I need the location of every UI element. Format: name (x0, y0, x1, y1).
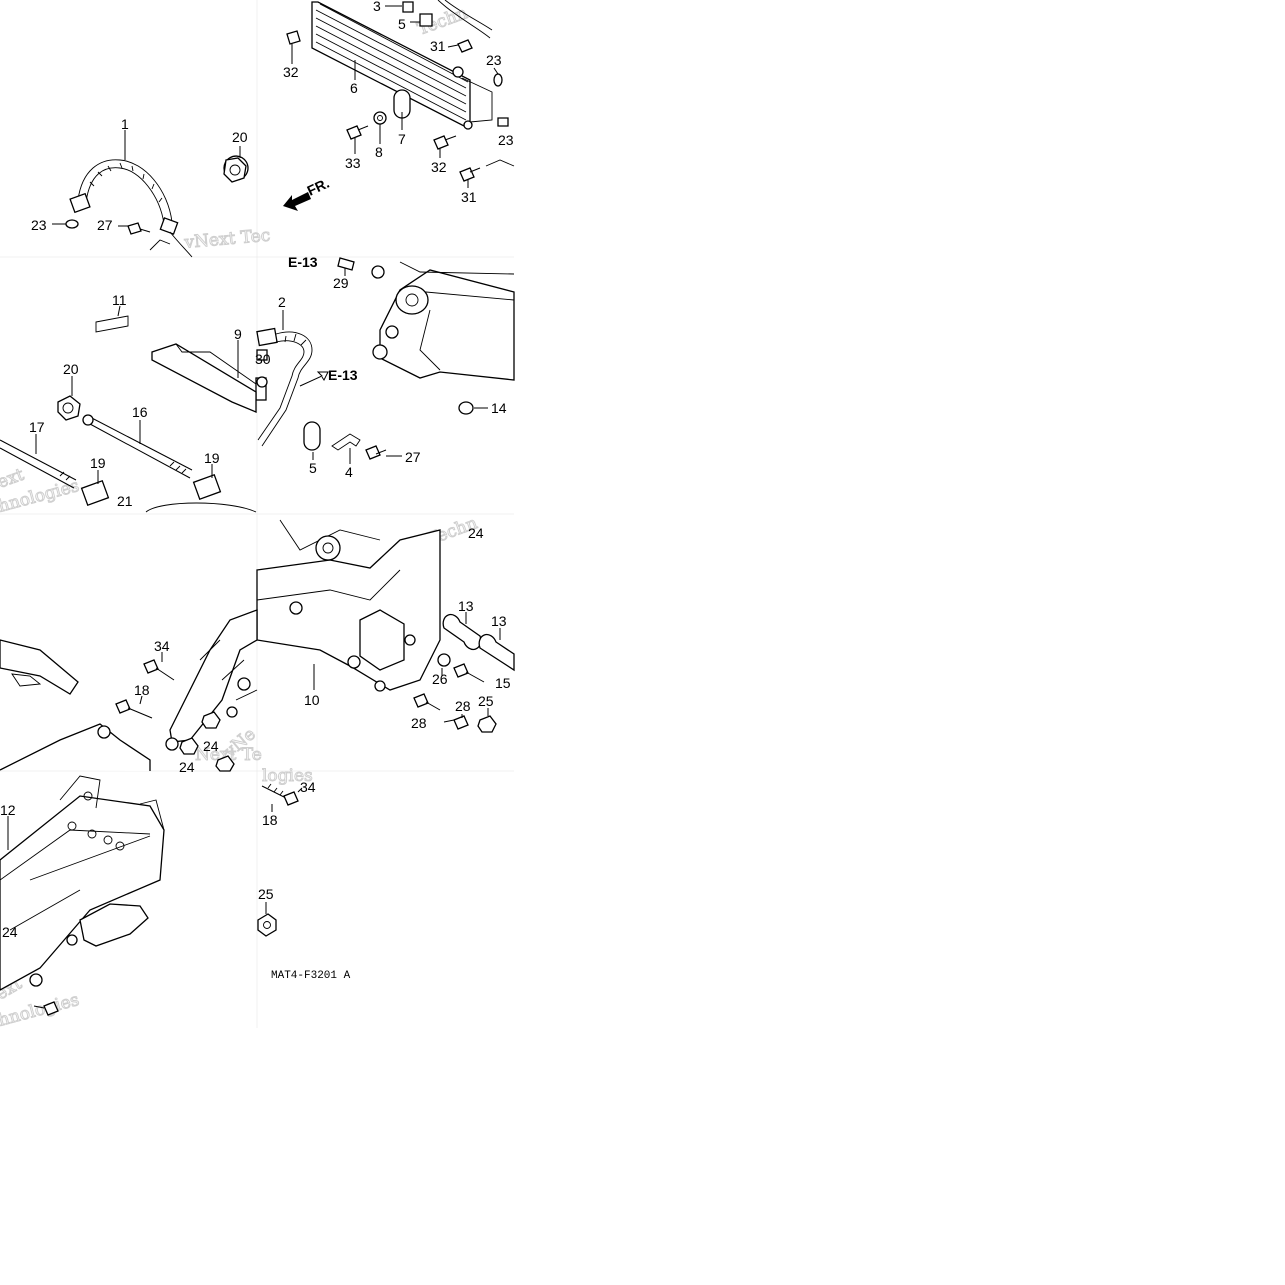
callout-29: 29 (333, 275, 349, 291)
callout-18: 18 (262, 812, 278, 828)
nut-20-lower (57, 376, 81, 421)
bolts-18-34-upper (115, 652, 235, 772)
callout-20: 20 (232, 129, 248, 145)
bolt-lower-left (33, 1001, 59, 1016)
callout-25: 25 (478, 693, 494, 709)
cover-9 (151, 340, 268, 413)
callout-32: 32 (431, 159, 447, 175)
oil-cooler (311, 1, 493, 130)
callout-2: 2 (278, 294, 286, 310)
callout-34: 34 (300, 779, 316, 795)
callout-20: 20 (63, 361, 79, 377)
watermark: ext (0, 465, 27, 493)
callout-23: 23 (498, 132, 514, 148)
watermark: vNext Tec (183, 226, 271, 254)
gasket-outline (145, 502, 257, 513)
callout-15: 15 (495, 675, 511, 691)
callout-21: 21 (117, 493, 133, 509)
callout-30: 30 (255, 351, 271, 367)
callout-19: 19 (90, 455, 106, 471)
leader-lines-top-right (291, 5, 499, 188)
callout-28: 28 (411, 715, 427, 731)
front-direction-indicator: FR. (283, 175, 332, 211)
reference-arrows: E-13 E-13 (288, 254, 358, 387)
front-direction-label: FR. (305, 175, 332, 199)
callout-16: 16 (132, 404, 148, 420)
callout-25: 25 (258, 886, 274, 902)
callout-14: 14 (491, 400, 507, 416)
callout-24: 24 (203, 738, 219, 754)
callout-26: 26 (432, 671, 448, 687)
reference-e13-upper: E-13 (288, 254, 318, 270)
watermark: logies (262, 766, 313, 786)
callout-13: 13 (458, 598, 474, 614)
reference-e13-lower: E-13 (328, 367, 358, 383)
callouts: 3 5 31 32 6 23 7 8 33 32 31 23 1 20 23 2… (0, 0, 514, 940)
hardware-top-left (52, 146, 249, 251)
callout-19: 19 (204, 450, 220, 466)
bushings-19 (80, 464, 222, 507)
callout-24: 24 (179, 759, 195, 775)
callout-7: 7 (398, 131, 406, 147)
callout-18: 18 (134, 682, 150, 698)
watermark: Next Te (195, 745, 262, 765)
callout-13: 13 (491, 613, 507, 629)
callout-33: 33 (345, 155, 361, 171)
oil-hose-2 (255, 310, 313, 447)
callout-27: 27 (405, 449, 421, 465)
bolt-18-34-lower (261, 783, 303, 812)
rear-frame-upper (0, 609, 258, 771)
callout-4: 4 (345, 464, 353, 480)
tile-grid (0, 0, 514, 1028)
drawing-code: MAT4-F3201 A (271, 970, 351, 982)
callout-17: 17 (29, 419, 45, 435)
callout-32: 32 (283, 64, 299, 80)
callout-31: 31 (430, 38, 446, 54)
callout-11: 11 (112, 292, 127, 308)
main-frame-pivot (256, 519, 441, 692)
spacers-13 (442, 612, 515, 672)
frame-head (337, 257, 515, 415)
callout-10: 10 (304, 692, 320, 708)
callout-8: 8 (375, 144, 383, 160)
callout-5: 5 (309, 460, 317, 476)
callout-24: 24 (468, 525, 484, 541)
callout-27: 27 (97, 217, 113, 233)
oil-hose-top (437, 0, 493, 39)
oil-hose-1 (69, 130, 193, 258)
callout-23: 23 (486, 52, 502, 68)
rear-subframe-12 (0, 775, 165, 991)
hardware-middle-right (256, 349, 402, 464)
hardware-pivot (413, 653, 497, 733)
callout-12: 12 (0, 802, 16, 818)
callout-1: 1 (121, 116, 129, 132)
callout-3: 3 (373, 0, 381, 14)
callout-5: 5 (398, 16, 406, 32)
callout-24: 24 (2, 924, 18, 940)
callout-9: 9 (234, 326, 242, 342)
callout-31: 31 (461, 189, 477, 205)
callout-28: 28 (455, 698, 471, 714)
label-11 (95, 305, 129, 333)
callout-34: 34 (154, 638, 170, 654)
callout-6: 6 (350, 80, 358, 96)
callout-23: 23 (31, 217, 47, 233)
bolts-16-17 (0, 414, 193, 489)
nut-25-lower (257, 902, 277, 937)
